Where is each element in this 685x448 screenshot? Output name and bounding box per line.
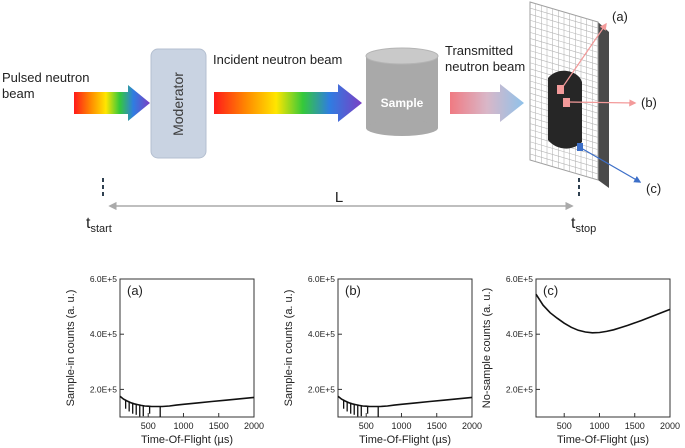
t-start-label: tstart bbox=[86, 215, 112, 235]
y-tick-label: 4.0E+5 bbox=[90, 329, 117, 339]
x-tick-label: 1000 bbox=[391, 421, 411, 431]
x-tick-label: 2000 bbox=[244, 421, 264, 431]
y-tick-label: 6.0E+5 bbox=[308, 274, 335, 284]
x-tick-label: 500 bbox=[141, 421, 156, 431]
y-tick-label: 2.0E+5 bbox=[90, 384, 117, 394]
incident-beam-arrow bbox=[214, 84, 362, 122]
sample-label: Sample bbox=[381, 96, 424, 110]
pixel-a bbox=[557, 85, 564, 94]
incident-beam-label: Incident neutron beam bbox=[213, 52, 342, 67]
y-axis-label: Sample-in counts (a. u.) bbox=[283, 290, 295, 407]
pixel-b-pointer bbox=[567, 99, 637, 107]
y-axis-label: No-sample counts (a. u.) bbox=[481, 288, 493, 408]
x-tick-label: 1500 bbox=[625, 421, 645, 431]
plot-frame bbox=[535, 278, 671, 418]
sample-cylinder bbox=[365, 47, 439, 136]
schematic: Pulsed neutron beam Moderator Incident n… bbox=[2, 1, 661, 235]
pulsed-beam-label-line1: Pulsed neutron bbox=[2, 70, 89, 85]
flight-path-label: L bbox=[335, 189, 343, 206]
y-tick-label: 6.0E+5 bbox=[506, 274, 533, 284]
y-tick-label: 4.0E+5 bbox=[308, 329, 335, 339]
x-axis-label: Time-Of-Flight (µs) bbox=[141, 434, 233, 446]
pixel-c bbox=[577, 143, 583, 151]
pulsed-beam-label-line2: beam bbox=[2, 86, 35, 101]
pixel-c-label: (c) bbox=[646, 181, 661, 196]
chart-c: 500 1000 1500 2000 2.0E+5 4.0E+5 6.0E+5 (c) Time… bbox=[481, 274, 680, 446]
plot-frame bbox=[337, 278, 473, 418]
x-tick-label: 1500 bbox=[209, 421, 229, 431]
x-axis-label: Time-Of-Flight (µs) bbox=[359, 434, 451, 446]
transmitted-beam-arrow bbox=[450, 84, 524, 122]
y-tick-label: 6.0E+5 bbox=[90, 274, 117, 284]
sample-shadow bbox=[548, 70, 582, 149]
y-tick-label: 2.0E+5 bbox=[308, 384, 335, 394]
y-tick-label: 2.0E+5 bbox=[506, 384, 533, 394]
x-tick-label: 500 bbox=[359, 421, 374, 431]
y-tick-label: 4.0E+5 bbox=[506, 329, 533, 339]
series-line bbox=[119, 395, 255, 408]
x-tick-label: 1000 bbox=[589, 421, 609, 431]
detector bbox=[529, 1, 609, 188]
y-axis-label: Sample-in counts (a. u.) bbox=[65, 290, 77, 407]
x-tick-label: 1000 bbox=[173, 421, 193, 431]
series-line bbox=[337, 395, 473, 408]
pixel-b bbox=[563, 98, 570, 107]
panel-label: (c) bbox=[543, 283, 558, 298]
chart-a: 500 1000 1500 2000 2.0E+5 4.0E+5 6.0E+5 (a) Time… bbox=[65, 274, 264, 446]
x-tick-label: 500 bbox=[557, 421, 572, 431]
plot-frame bbox=[119, 278, 255, 418]
pixel-a-label: (a) bbox=[612, 9, 628, 24]
transmitted-beam-label-line2: neutron beam bbox=[445, 59, 525, 74]
pixel-b-label: (b) bbox=[641, 95, 657, 110]
panel-label: (b) bbox=[345, 283, 361, 298]
chart-b: 500 1000 1500 2000 2.0E+5 4.0E+5 6.0E+5 (b) Time… bbox=[283, 274, 482, 446]
moderator-box bbox=[150, 48, 207, 159]
panel-label: (a) bbox=[127, 283, 143, 298]
x-tick-label: 1500 bbox=[427, 421, 447, 431]
t-stop-label: tstop bbox=[571, 215, 596, 235]
x-tick-label: 2000 bbox=[462, 421, 482, 431]
x-axis-label: Time-Of-Flight (µs) bbox=[557, 434, 649, 446]
x-tick-label: 2000 bbox=[660, 421, 680, 431]
series-line bbox=[535, 293, 671, 334]
moderator-label: Moderator bbox=[170, 72, 186, 136]
transmitted-beam-label-line1: Transmitted bbox=[445, 43, 513, 58]
pixel-c-pointer bbox=[580, 147, 642, 183]
pulsed-beam-arrow bbox=[74, 85, 150, 121]
pixel-a-pointer bbox=[561, 22, 607, 89]
